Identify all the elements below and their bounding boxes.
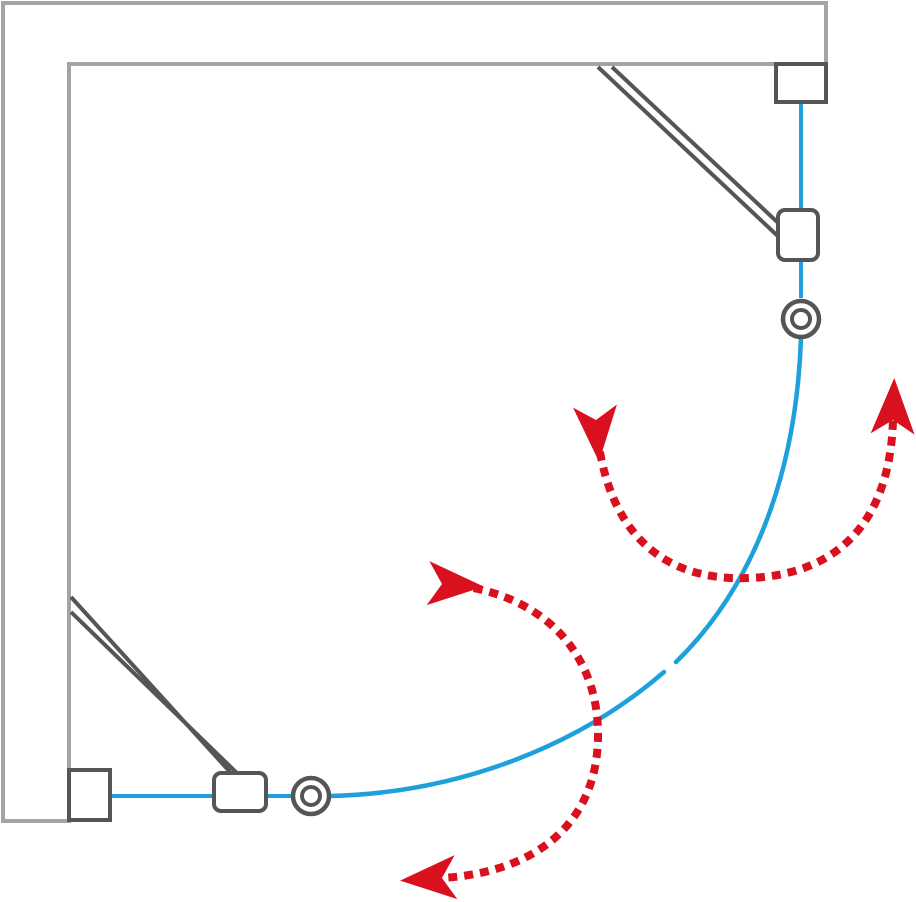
hinge-right <box>780 298 822 340</box>
wall-profile-bottom-left <box>67 768 112 822</box>
curved-door-upper <box>673 335 804 665</box>
hinge-bottom <box>290 775 332 817</box>
door-swing-upper-arrow <box>573 378 915 583</box>
wall-frame <box>1 1 828 823</box>
curved-door-lower <box>327 669 667 799</box>
support-bar-left <box>69 595 242 778</box>
door-swing-lower-arrow <box>400 561 603 900</box>
wall-profile-top-right <box>774 62 828 104</box>
panel-connector-right <box>776 208 820 262</box>
panel-connector-bottom <box>212 771 268 813</box>
support-bar-top <box>596 65 792 242</box>
